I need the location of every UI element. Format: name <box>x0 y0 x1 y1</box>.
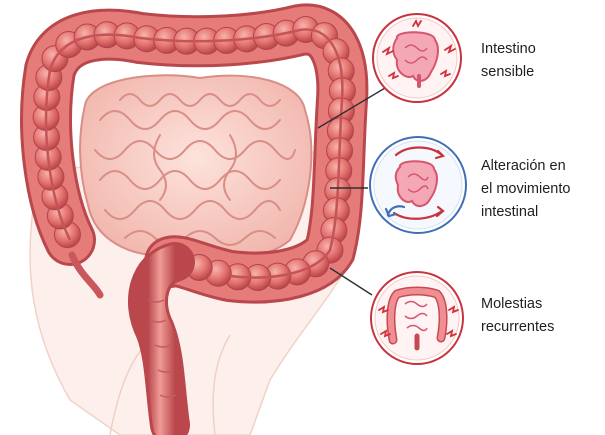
mini-intestine-icon <box>396 161 437 206</box>
small-intestine <box>80 75 311 259</box>
callout-recurrent-discomfort <box>371 272 463 364</box>
callout-label-recurrent-discomfort: Molestias recurrentes <box>481 293 554 339</box>
callout-label-sensitive-intestine: Intestino sensible <box>481 38 536 84</box>
callout-sensitive-intestine <box>373 14 461 102</box>
callout-altered-motility <box>370 137 466 233</box>
callout-label-altered-motility: Alteración en el movimiento intestinal <box>481 155 570 224</box>
